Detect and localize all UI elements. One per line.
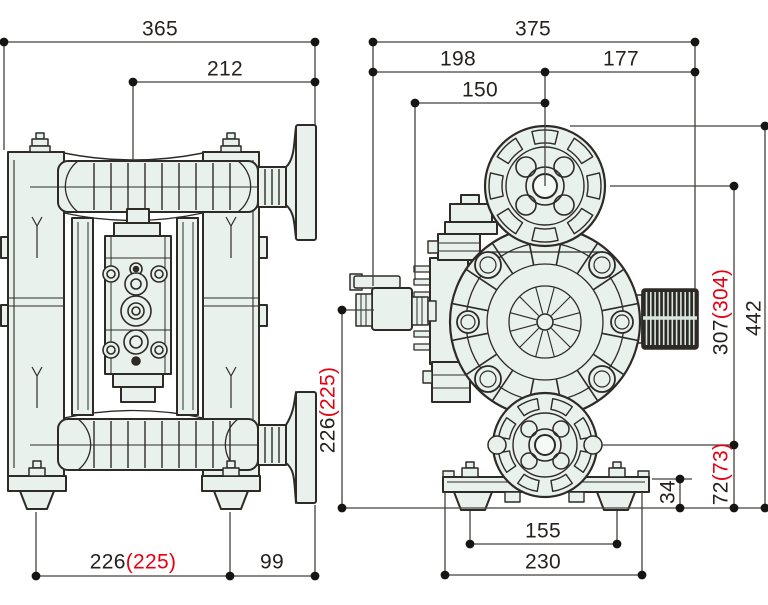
dim-side-port-to-port-height: 307(304) — [709, 268, 733, 356]
dim-front-foot-to-flange: 99 — [260, 550, 284, 574]
pump-side-view — [349, 124, 699, 511]
dim-side-lower-port-height: 72(73) — [709, 442, 733, 506]
dim-side-base-width: 230 — [525, 550, 561, 574]
dim-side-overall-width: 375 — [515, 17, 551, 41]
dim-side-air-valve-height: 226(225) — [316, 366, 340, 454]
dim-front-overall-width: 365 — [142, 17, 178, 41]
dim-side-left-to-port-center: 198 — [440, 47, 476, 71]
dim-side-foot-pitch: 155 — [525, 519, 561, 543]
dim-side-muffler-to-port-center: 150 — [462, 78, 498, 102]
dimension-dots — [0, 37, 768, 581]
dim-front-foot-pitch: 226(225) — [89, 550, 177, 574]
dim-front-center-to-flange: 212 — [207, 57, 243, 81]
pump-front-view — [0, 124, 317, 510]
dim-side-base-height: 34 — [656, 480, 680, 504]
dim-side-overall-height: 442 — [742, 300, 766, 336]
dimension-lines — [3, 41, 766, 577]
dim-side-port-center-to-right: 177 — [603, 47, 639, 71]
